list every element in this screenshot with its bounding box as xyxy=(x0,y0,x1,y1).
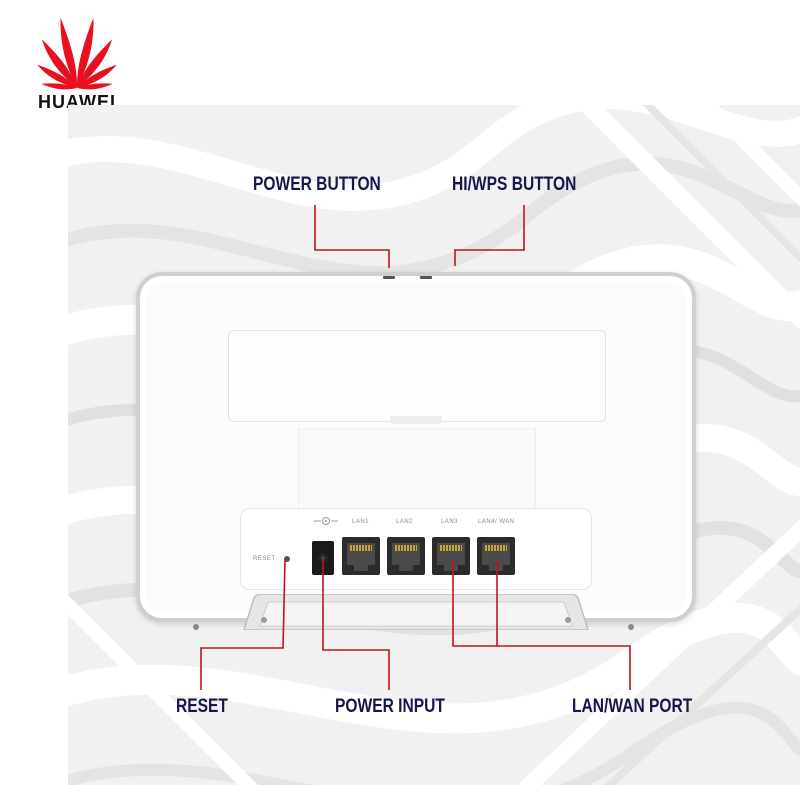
port-label-lan1: LAN1 xyxy=(352,519,370,525)
port-label-lan4-wan: LAN4/ WAN xyxy=(478,519,515,525)
hi-wps-button[interactable] xyxy=(420,276,432,279)
lan2-port[interactable] xyxy=(387,537,425,575)
router-stand xyxy=(243,594,589,630)
lan-wan-port-callout: LAN/WAN PORT xyxy=(572,696,693,717)
power-input-callout: POWER INPUT xyxy=(335,696,445,717)
reset-pinhole[interactable] xyxy=(284,556,290,562)
foot-screw xyxy=(193,624,199,630)
rear-recess xyxy=(298,428,536,509)
foot-screw xyxy=(628,624,634,630)
dc-power-symbol-icon xyxy=(314,517,338,525)
port-label-lan2: LAN2 xyxy=(396,519,414,525)
reset-port-label: RESET xyxy=(253,556,276,562)
lan4-wan-port[interactable] xyxy=(477,537,515,575)
power-input-jack[interactable] xyxy=(312,541,334,575)
port-label-lan3: LAN3 xyxy=(441,519,459,525)
hi-wps-button-callout: HI/WPS BUTTON xyxy=(452,174,577,195)
power-button[interactable] xyxy=(383,276,395,279)
huawei-petal-icon xyxy=(37,17,117,90)
huawei-logo: HUAWEI xyxy=(22,8,132,112)
power-button-callout: POWER BUTTON xyxy=(253,174,381,195)
lan3-port[interactable] xyxy=(432,537,470,575)
reset-callout: RESET xyxy=(176,696,228,717)
panel-notch xyxy=(390,416,442,424)
lan1-port[interactable] xyxy=(342,537,380,575)
